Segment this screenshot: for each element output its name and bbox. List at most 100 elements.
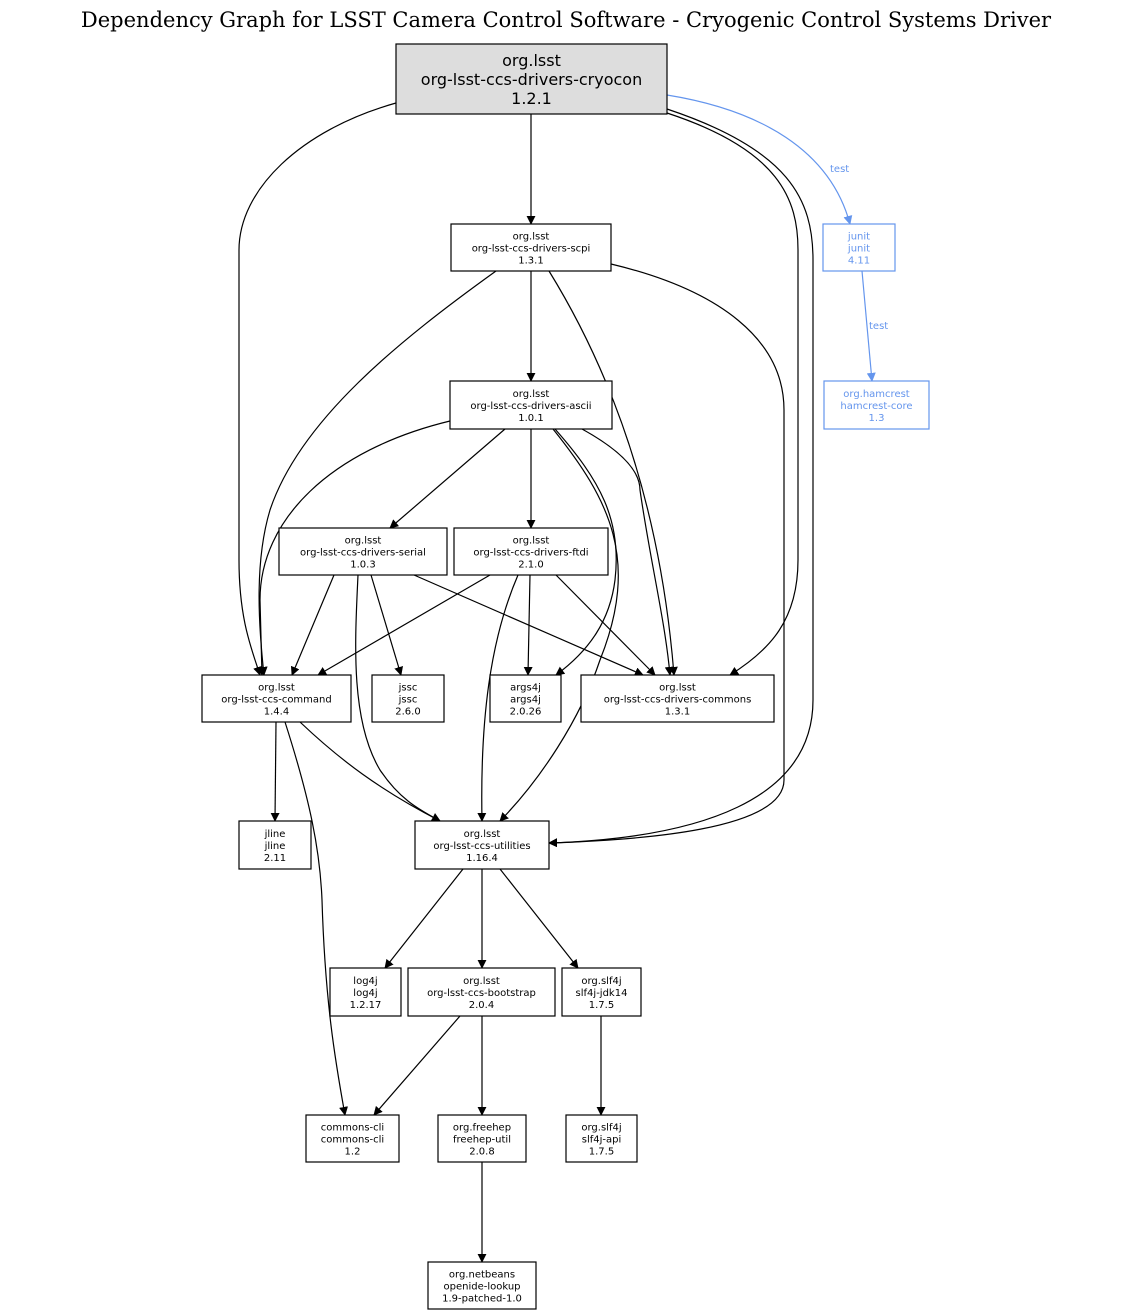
node-artifact: jline: [264, 841, 286, 852]
node-version: 1.0.1: [518, 413, 543, 424]
node-openide[interactable]: org.netbeansopenide-lookup1.9-patched-1.…: [427, 1261, 537, 1310]
node-group: org.lsst: [659, 683, 696, 694]
node-artifact: slf4j-jdk14: [576, 988, 628, 999]
edge-ascii-to-command: [257, 420, 451, 676]
node-group: commons-cli: [321, 1123, 384, 1134]
node-artifact: org-lsst-ccs-utilities: [433, 841, 530, 852]
node-artifact: org-lsst-ccs-drivers-ascii: [470, 401, 591, 412]
edge-command-to-utilities: [299, 721, 441, 822]
edge-scpi-to-commons: [548, 270, 678, 676]
node-box: [489, 674, 562, 723]
node-version: 1.4.4: [264, 707, 289, 718]
node-artifact: hamcrest-core: [840, 401, 912, 412]
edge-serial-to-jssc: [370, 574, 403, 676]
edge-serial-to-command: [290, 574, 335, 676]
node-artifact: org-lsst-ccs-drivers-ftdi: [473, 548, 588, 559]
node-version: 1.2: [345, 1147, 361, 1158]
node-box: [450, 223, 612, 272]
node-cryocon[interactable]: org.lsstorg-lsst-ccs-drivers-cryocon1.2.…: [395, 43, 668, 115]
node-box: [449, 380, 613, 430]
edge-serial-to-utilities: [355, 574, 441, 822]
edge-junit-to-hamcrest: [861, 270, 876, 382]
node-box: [427, 1261, 537, 1310]
node-group: org.lsst: [463, 976, 500, 987]
edge-label-scope: test: [869, 321, 888, 332]
node-box: [201, 674, 352, 723]
node-box: [822, 223, 896, 272]
node-version: 2.0.4: [469, 1000, 494, 1011]
node-group: jline: [264, 829, 286, 840]
node-group: org.lsst: [464, 829, 501, 840]
node-box: [278, 527, 448, 576]
node-box: [565, 1114, 638, 1163]
node-version: 2.0.8: [469, 1147, 494, 1158]
node-group: org.slf4j: [581, 1123, 621, 1134]
node-group: args4j: [510, 683, 541, 694]
node-box: [371, 674, 445, 723]
edge-utilities-to-log4j: [384, 868, 464, 969]
node-box: [407, 967, 556, 1017]
node-artifact: jssc: [398, 695, 418, 706]
node-artifact: org-lsst-ccs-drivers-cryocon: [421, 70, 642, 89]
edge-ascii-to-args4j: [554, 428, 617, 676]
node-group: org.hamcrest: [843, 389, 910, 400]
node-version: 2.0.26: [510, 707, 542, 718]
node-artifact: args4j: [510, 695, 541, 706]
node-group: org.freehep: [453, 1123, 511, 1134]
node-version: 1.7.5: [589, 1147, 614, 1158]
node-group: log4j: [353, 976, 377, 987]
node-version: 2.6.0: [395, 707, 420, 718]
node-version: 1.2.17: [350, 1000, 382, 1011]
edge-scpi-to-utilities: [548, 263, 785, 848]
node-group: org.lsst: [345, 536, 382, 547]
node-version: 1.16.4: [466, 853, 498, 864]
node-commons[interactable]: org.lsstorg-lsst-ccs-drivers-commons1.3.…: [580, 674, 775, 723]
edge-ascii-to-serial: [389, 428, 506, 529]
node-artifact: org-lsst-ccs-drivers-commons: [604, 695, 752, 706]
edge-ascii-to-commons: [581, 428, 674, 676]
edge-utilities-to-jdk14: [499, 868, 579, 969]
edge-cryocon-to-utilities: [548, 108, 814, 848]
edge-label-scope: test: [830, 164, 849, 175]
node-version: 2.11: [264, 853, 286, 864]
edge-cryocon-to-commons: [666, 112, 799, 676]
edge-scpi-to-command: [258, 270, 497, 676]
graph-title: Dependency Graph for LSST Camera Control…: [80, 8, 1052, 32]
node-box: [561, 967, 642, 1017]
node-box: [238, 820, 312, 870]
node-group: junit: [847, 232, 870, 243]
node-artifact: org-lsst-ccs-command: [221, 695, 331, 706]
edge-ftdi-to-utilities: [477, 574, 519, 822]
edge-ftdi-to-command: [317, 574, 491, 676]
node-group: org.lsst: [513, 389, 550, 400]
node-version: 1.3.1: [518, 256, 543, 267]
edge-ftdi-to-commons: [555, 574, 656, 676]
node-version: 1.7.5: [589, 1000, 614, 1011]
node-box: [395, 43, 668, 115]
edge-cryocon-to-junit: [666, 94, 853, 225]
edge-cryocon-to-command: [238, 102, 397, 676]
node-group: org.lsst: [513, 536, 550, 547]
node-artifact: commons-cli: [321, 1135, 384, 1146]
node-artifact: org-lsst-ccs-bootstrap: [427, 988, 536, 999]
node-box: [453, 527, 609, 576]
edge-ascii-to-utilities: [499, 428, 619, 822]
